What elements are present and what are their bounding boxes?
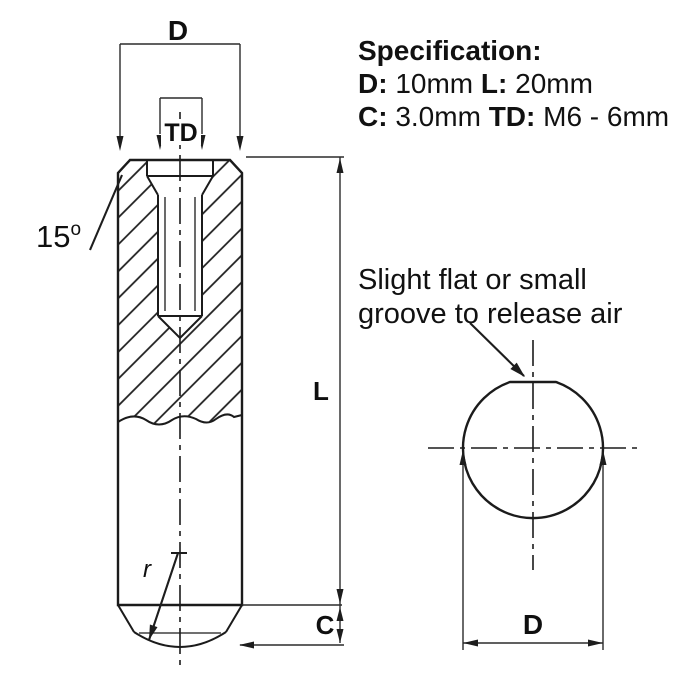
dimension-d-top: D [116, 15, 244, 151]
dimension-l: L [246, 156, 344, 605]
spec-c-label: C: [358, 101, 388, 132]
spec-line-ctd: C: 3.0mm TD: M6 - 6mm [358, 100, 669, 133]
d-end-label: D [523, 609, 543, 640]
dimension-d-end: D [459, 450, 607, 650]
dimension-td: TD [156, 97, 206, 150]
spec-td-label: TD: [488, 101, 536, 132]
note-line-1: Slight flat or small [358, 264, 587, 296]
endview-circle [461, 380, 605, 520]
note-line-2: groove to release air [358, 298, 623, 330]
specification-block: Specification: D: 10mm L: 20mm C: 3.0mm … [358, 34, 669, 133]
l-label: L [313, 376, 329, 406]
pin-bottom-dome [133, 631, 227, 648]
d-top-label: D [168, 15, 188, 46]
pin-bottom-chamfer [117, 604, 243, 633]
spec-td-value: M6 - 6mm [543, 101, 670, 132]
spec-l-label: L: [480, 68, 508, 99]
spec-line-dl: D: 10mm L: 20mm [358, 67, 669, 100]
thread-minor-diameter-lines [164, 197, 196, 311]
chamfer-angle-callout: 15o [36, 174, 123, 254]
angle-label: 15o [36, 219, 81, 254]
air-groove-leader [469, 322, 525, 377]
radius-label: r [143, 556, 152, 583]
air-groove-note: Slight flat or small groove to release a… [358, 263, 622, 331]
radius-callout: r [143, 551, 187, 641]
c-label: C [316, 610, 335, 640]
spec-d-value: 10mm [395, 68, 474, 99]
spec-c-value: 3.0mm [395, 101, 481, 132]
spec-title: Specification: [358, 35, 542, 66]
break-line [117, 413, 243, 426]
spec-l-value: 20mm [515, 68, 593, 99]
thread-recess-and-hole [146, 160, 214, 340]
section-hatching [118, 160, 242, 425]
spec-d-label: D: [358, 68, 388, 99]
td-label: TD [164, 119, 197, 147]
dimension-c: C [239, 604, 344, 649]
